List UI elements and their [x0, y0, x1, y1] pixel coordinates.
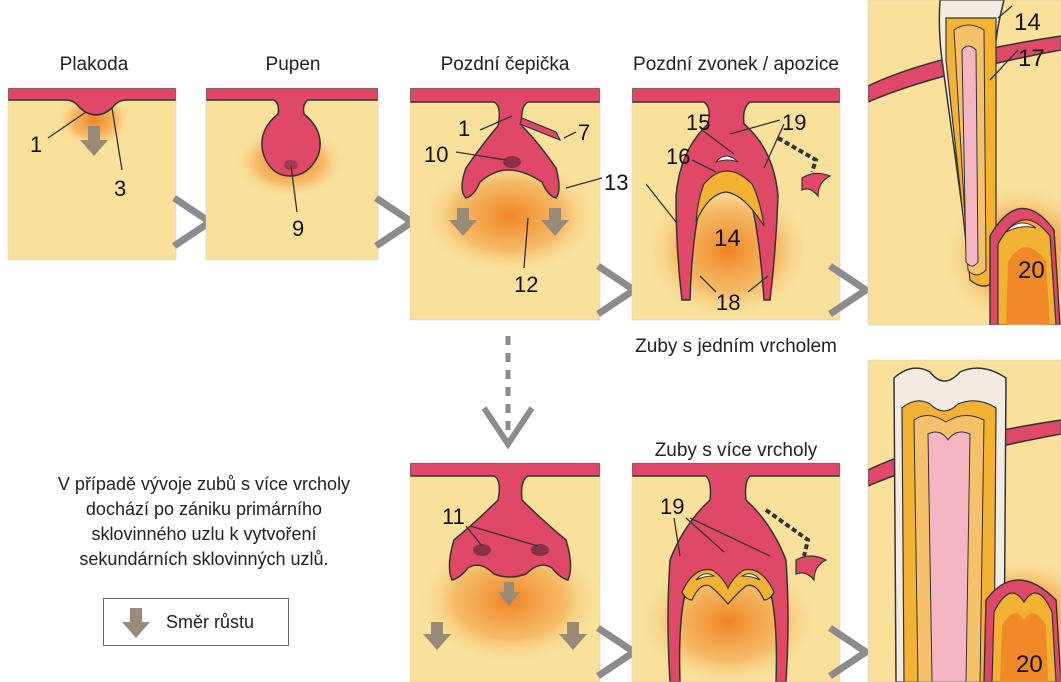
label-9: 9 — [292, 216, 304, 241]
panel-late-bell — [632, 88, 840, 320]
label-14: 14 — [714, 225, 741, 252]
legend-label: Směr růstu — [166, 612, 254, 633]
stage-label-late-bell: Pozdní zvonek / apozice — [633, 54, 839, 75]
note-line: dochází po zániku primárního — [14, 497, 394, 522]
caption-single-cusp: Zuby s jedním vrcholem — [635, 336, 837, 357]
chevron-right-icon — [598, 266, 634, 314]
label-17: 17 — [1018, 45, 1045, 72]
label-20-multi: 20 — [1016, 651, 1043, 678]
label-18: 18 — [716, 290, 740, 315]
multi-cusp-note: V případě vývoje zubů s více vrcholy doc… — [14, 472, 394, 572]
caption-multi-cusp: Zuby s více vrcholy — [655, 440, 818, 461]
label-14-tooth: 14 — [1014, 9, 1041, 36]
label-13: 13 — [604, 170, 628, 195]
label-12: 12 — [514, 272, 538, 297]
label-19-multi: 19 — [660, 494, 684, 519]
note-line: sekundárních sklovinných uzlů. — [14, 547, 394, 572]
chevron-right-icon — [174, 198, 210, 246]
stage-label-pupen: Pupen — [266, 54, 321, 75]
growth-arrow-icon — [114, 602, 158, 642]
label-3: 3 — [114, 176, 126, 201]
label-10: 10 — [424, 142, 448, 167]
panel-placode — [8, 88, 176, 260]
stage-label-plakoda: Plakoda — [60, 54, 129, 75]
note-line: V případě vývoje zubů s více vrcholy — [14, 472, 394, 497]
chevron-right-icon — [376, 198, 412, 246]
panel-multi-cusp-cap — [410, 463, 602, 682]
label-19: 19 — [782, 110, 806, 135]
panel-late-cap — [410, 88, 600, 320]
label-11: 11 — [442, 504, 465, 529]
label-1: 1 — [30, 132, 42, 157]
panel-multi-cusp-tooth — [868, 360, 1061, 682]
legend: Směr růstu — [103, 598, 289, 646]
note-line: sklovinného uzlu k vytvoření — [14, 522, 394, 547]
label-15: 15 — [686, 110, 710, 135]
chevron-right-icon — [598, 628, 634, 676]
label-16: 16 — [666, 144, 690, 169]
label-20: 20 — [1018, 257, 1045, 284]
label-1-cap: 1 — [458, 116, 470, 141]
stage-label-late-cap: Pozdní čepička — [441, 54, 570, 75]
label-7: 7 — [578, 120, 590, 145]
